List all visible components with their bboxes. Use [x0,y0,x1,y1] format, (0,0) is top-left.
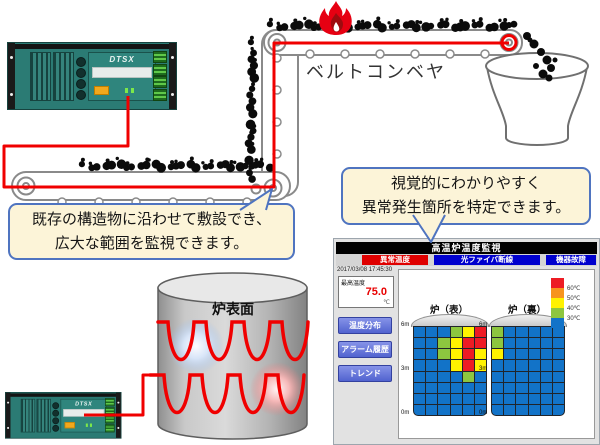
coal-on-vertical-belt [244,35,260,183]
port-column [52,402,60,432]
tab-fiber-break[interactable]: 光ファイバ断線 [434,255,540,265]
led-indicator [89,423,92,427]
vent-slats [30,52,51,101]
coal-falling-into-hopper [523,32,558,82]
conveyor-vertical [261,29,299,197]
monitor-screen: 高温炉温度監視 異常温度 光ファイバ断線 機器故障 2017/03/08 17:… [333,238,600,445]
screen-title: 高温炉温度監視 [336,242,597,254]
hopper [485,52,589,146]
button-temperature-distribution[interactable]: 温度分布 [338,317,392,334]
terminal-blocks [105,398,115,433]
conveyor-lower [11,171,291,201]
device-logo: DTSX [75,400,93,408]
fiber-wave-upper [156,320,310,361]
terminal-blocks [153,51,167,101]
mount-ear-left [5,392,11,438]
vent-slats [20,398,36,433]
callout-line: 広大な範囲を監視できます。 [54,234,249,252]
mount-ear-left [8,43,15,109]
fiber-wave-lower [148,373,306,414]
callout-line: 視覚的にわかりやすく [390,175,541,192]
front-panel: DTSX [88,52,156,101]
coal-on-lower-belt [78,156,275,173]
port-column [76,57,86,100]
heatmap-title-front: 炉（表） [429,305,468,316]
status-lamp [64,422,75,429]
panel-display [92,67,152,78]
conveyor-top [263,29,523,56]
callout-line: 既存の構造物に沿わせて敷設でき、 [32,210,271,228]
belt-conveyor-label: ベルトコンベヤ [306,62,446,82]
callout-visual-identify: 視覚的にわかりやすく 異常発生箇所を特定できます。 [341,167,591,225]
mount-ear-right [115,392,121,438]
vent-slats [36,398,51,433]
timestamp: 2017/03/08 17:45:30 [337,267,393,273]
max-temp-value: 75.0 [365,286,387,298]
furnace-surface-label: 炉表面 [212,301,254,317]
cool-spot-icon [168,318,224,374]
tab-equipment-fault[interactable]: 機器故障 [546,255,596,265]
dtsx-controller-top: DTSX [7,42,177,110]
hot-spot-icon [250,362,304,416]
fire-icon [319,1,352,35]
device-rail [15,44,169,49]
led-indicator [125,88,128,93]
furnace-cylinder [148,272,310,440]
heatmap-title-back: 炉（裏） [507,305,546,316]
front-panel: DTSX [60,398,108,433]
button-trend[interactable]: トレンド [338,365,392,382]
coal-on-top-belt [266,16,518,33]
max-temp-unit: ℃ [383,300,390,306]
heatmap-furnace-back [491,326,565,416]
vent-slats [53,52,74,101]
callout-line: 異常発生箇所を特定できます。 [361,199,571,216]
heatmap-furnace-front [413,326,487,416]
device-logo: DTSX [109,55,135,64]
device-rail [10,393,116,397]
tab-abnormal-temperature[interactable]: 異常温度 [362,255,428,265]
mount-ear-right [169,43,176,109]
max-temp-label: 最高温度 [341,281,366,287]
led-indicator [85,423,88,427]
panel-display [63,409,105,417]
dtsx-controller-bottom: DTSX [5,392,122,439]
button-alarm-history[interactable]: アラーム履歴 [338,341,392,358]
status-lamp [94,86,109,95]
callout-wide-area: 既存の構造物に沿わせて敷設でき、 広大な範囲を監視できます。 [8,203,295,260]
led-indicator [131,88,134,93]
tab-bar: 異常温度 光ファイバ断線 機器故障 [336,254,597,266]
screen-buttons: 温度分布 アラーム履歴 トレンド [338,317,392,389]
max-temp-box: 最高温度 75.0 ℃ [338,276,394,308]
